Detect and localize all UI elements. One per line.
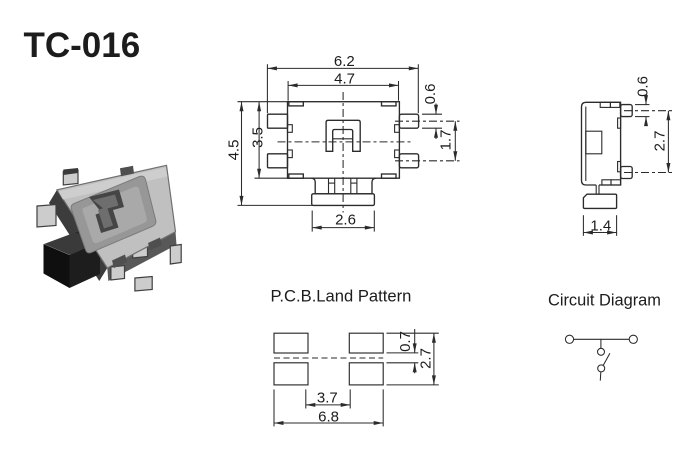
svg-text:3.5: 3.5: [249, 127, 266, 148]
svg-text:1.4: 1.4: [590, 217, 611, 234]
svg-text:2.7: 2.7: [651, 131, 668, 152]
svg-text:6.8: 6.8: [318, 408, 339, 425]
svg-text:P.C.B.Land Pattern: P.C.B.Land Pattern: [271, 287, 412, 306]
svg-text:4.5: 4.5: [225, 140, 242, 161]
svg-text:3.7: 3.7: [317, 390, 338, 407]
svg-text:2.6: 2.6: [335, 212, 356, 229]
svg-text:4.7: 4.7: [334, 70, 355, 87]
svg-text:2.7: 2.7: [417, 348, 434, 369]
svg-text:0.6: 0.6: [635, 76, 652, 97]
svg-text:Circuit Diagram: Circuit Diagram: [548, 292, 661, 310]
svg-text:0.6: 0.6: [422, 84, 439, 105]
svg-text:0.7: 0.7: [397, 331, 414, 352]
svg-text:TC-016: TC-016: [24, 26, 141, 65]
svg-text:1.7: 1.7: [438, 130, 455, 151]
svg-text:6.2: 6.2: [334, 53, 355, 70]
